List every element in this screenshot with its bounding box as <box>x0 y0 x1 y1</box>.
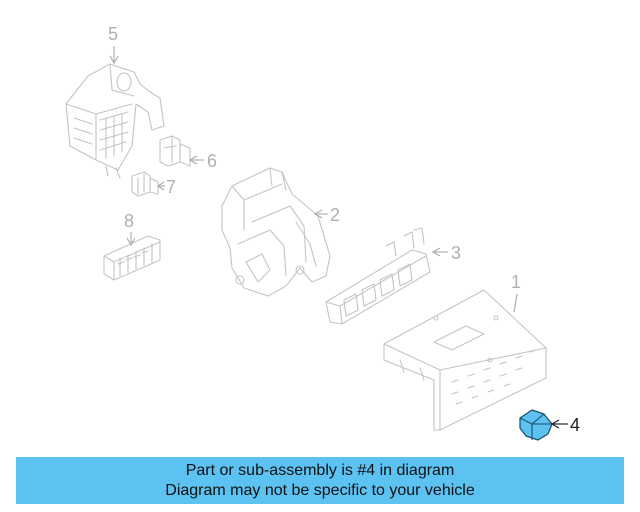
parts-diagram: 5 6 7 8 <box>65 24 580 441</box>
callout-6: 6 <box>188 151 217 171</box>
part-5-fuse-box-housing[interactable] <box>65 63 165 179</box>
part-4-relay[interactable] <box>519 409 553 441</box>
callout-4-label: 4 <box>570 415 580 435</box>
callout-5: 5 <box>108 24 119 65</box>
part-7-mini-fuse[interactable] <box>131 171 159 197</box>
callout-8: 8 <box>124 211 136 247</box>
info-banner: Part or sub-assembly is #4 in diagram Di… <box>16 457 624 504</box>
callout-1-label: 1 <box>511 272 521 292</box>
callout-1-leader <box>513 293 518 313</box>
callout-5-label: 5 <box>108 24 118 44</box>
callout-1: 1 <box>511 272 521 313</box>
part-2-mounting-bracket[interactable] <box>221 167 331 297</box>
banner-line-1: Part or sub-assembly is #4 in diagram <box>185 461 455 479</box>
callout-3: 3 <box>431 243 461 263</box>
callout-3-label: 3 <box>451 243 461 263</box>
part-6-blade-fuse[interactable] <box>159 135 191 167</box>
callout-7: 7 <box>156 177 176 197</box>
callout-7-label: 7 <box>166 177 176 197</box>
part-1-control-module[interactable] <box>383 289 547 431</box>
banner-line-2: Diagram may not be specific to your vehi… <box>165 481 475 499</box>
callout-2-label: 2 <box>330 205 340 225</box>
part-8-relay-strip[interactable] <box>103 235 161 281</box>
part-3-fuse-holder-rail[interactable] <box>325 227 431 325</box>
callout-8-label: 8 <box>124 211 134 231</box>
callout-4: 4 <box>550 415 580 435</box>
callout-2: 2 <box>313 205 340 225</box>
callout-6-label: 6 <box>207 151 217 171</box>
